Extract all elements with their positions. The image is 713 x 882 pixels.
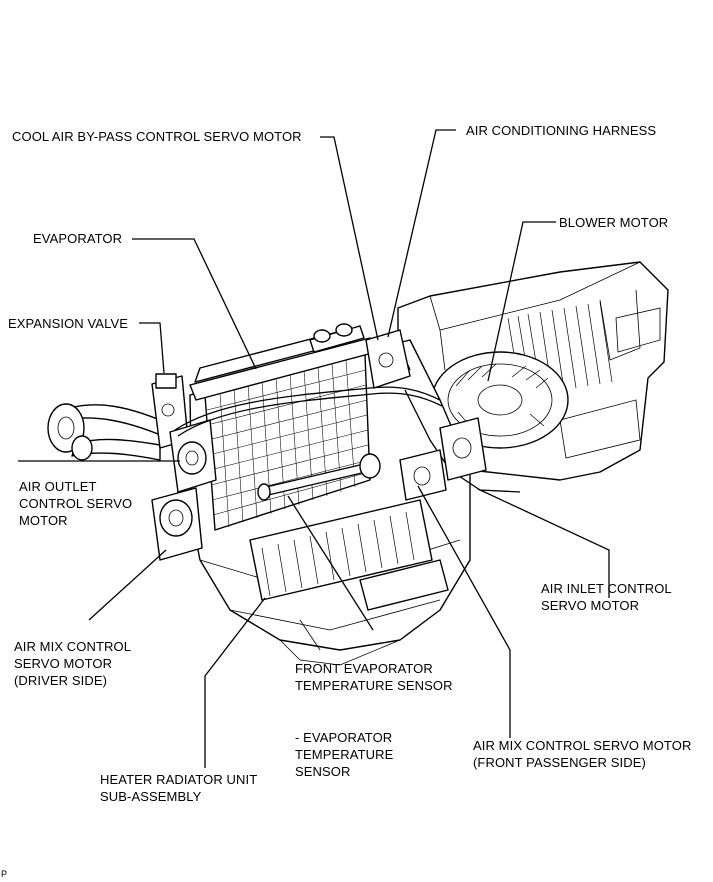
label-air-mix-passenger: AIR MIX CONTROL SERVO MOTOR (FRONT PASSE…	[473, 738, 692, 770]
label-evaporator: EVAPORATOR	[33, 231, 123, 246]
label-air-mix-driver: AIR MIX CONTROL SERVO MOTOR (DRIVER SIDE…	[14, 639, 132, 688]
leader-front-evap-sensor	[287, 495, 374, 631]
leader-air-mix-passenger	[417, 485, 511, 738]
label-evap-sensor-alt: - EVAPORATOR TEMPERATURE SENSOR	[295, 730, 394, 779]
air-mix-servo-passenger	[399, 449, 447, 501]
leader-ac-harness	[387, 129, 456, 338]
air-mix-servo-driver	[151, 487, 203, 561]
leader-heater-radiator	[204, 597, 266, 768]
label-expansion-valve: EXPANSION VALVE	[8, 316, 128, 331]
label-air-inlet-servo: AIR INLET CONTROL SERVO MOTOR	[541, 581, 672, 613]
label-air-outlet-servo: AIR OUTLET CONTROL SERVO MOTOR	[19, 479, 133, 528]
leader-evaporator	[132, 238, 257, 370]
label-heater-radiator: HEATER RADIATOR UNIT SUB-ASSEMBLY	[100, 772, 258, 804]
figure-code: P	[1, 869, 8, 879]
leader-cool-air-bypass	[320, 136, 379, 341]
leader-blower-motor	[487, 221, 556, 382]
leader-air-inlet	[477, 488, 610, 598]
air-outlet-servo	[169, 419, 217, 493]
label-cool-air-bypass: COOL AIR BY-PASS CONTROL SERVO MOTOR	[12, 129, 302, 144]
leader-lines	[18, 129, 610, 768]
label-ac-harness: AIR CONDITIONING HARNESS	[466, 123, 657, 138]
heater-radiator	[249, 499, 449, 611]
leader-expansion-valve	[139, 322, 165, 374]
label-front-evap-sensor: FRONT EVAPORATOR TEMPERATURE SENSOR	[295, 661, 453, 693]
air-inlet-servo	[439, 417, 487, 481]
label-blower-motor: BLOWER MOTOR	[559, 215, 669, 230]
refrigerant-pipes	[47, 323, 365, 461]
leader-air-mix-driver	[88, 549, 167, 621]
evap-temp-sensor	[257, 453, 381, 501]
